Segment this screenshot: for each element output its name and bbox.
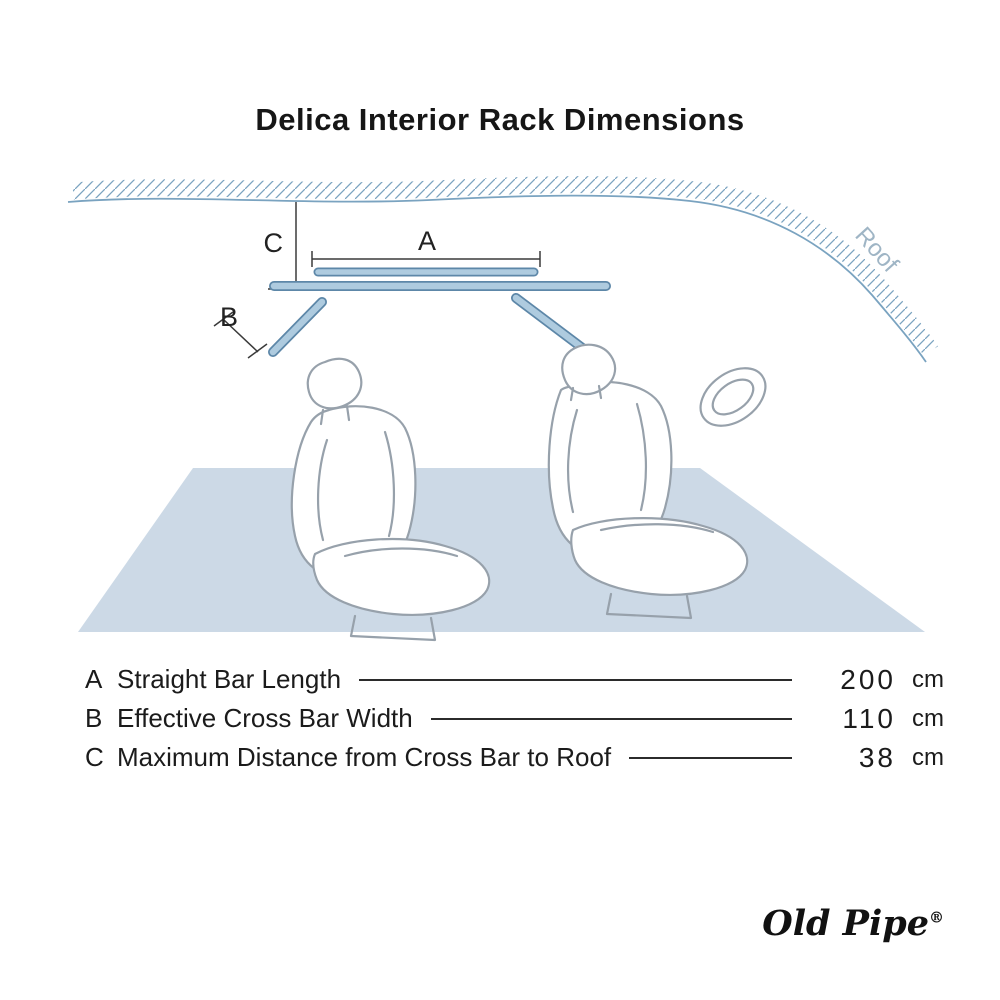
cross-bar-left xyxy=(268,297,327,357)
legend-connector-line xyxy=(359,678,792,681)
legend-unit: cm xyxy=(912,704,944,732)
legend-label: Maximum Distance from Cross Bar to Roof xyxy=(117,742,612,772)
legend-label: Straight Bar Length xyxy=(117,664,342,694)
legend-value: 200 xyxy=(840,663,896,695)
brand-logo: Old Pipe® xyxy=(762,903,944,944)
legend-unit: cm xyxy=(912,743,944,771)
brand-name: Old Pipe xyxy=(762,903,929,944)
dimension-a-label: A xyxy=(418,226,436,256)
legend-value: 110 xyxy=(842,702,896,734)
legend-key: A xyxy=(85,664,103,694)
seat-headrest-posts xyxy=(569,384,603,402)
legend-unit: cm xyxy=(912,665,944,693)
legend-key: B xyxy=(85,703,103,733)
seat-seam-line xyxy=(343,547,459,558)
roof-line xyxy=(67,194,927,363)
seat-right xyxy=(547,343,749,620)
seat-headrest xyxy=(306,357,363,410)
seat-base xyxy=(349,614,437,642)
legend-value: 38 xyxy=(858,741,896,773)
legend-connector-line xyxy=(629,756,792,759)
seat-cushion xyxy=(570,517,749,596)
seat-base xyxy=(605,592,693,620)
seat-headrest xyxy=(561,343,617,396)
roof-hatching xyxy=(72,176,939,356)
cross-bar-right xyxy=(511,293,594,358)
seat-seam-line xyxy=(567,402,647,514)
floor-mat xyxy=(78,468,925,632)
dimension-b-line xyxy=(223,319,259,353)
seat-seam-line xyxy=(599,523,715,534)
legend-row-b: B Effective Cross Bar Width 110 cm xyxy=(85,699,944,738)
page-title: Delica Interior Rack Dimensions xyxy=(255,102,745,137)
seat-seam-line xyxy=(317,430,395,542)
legend-label: Effective Cross Bar Width xyxy=(117,703,413,733)
seat-cushion xyxy=(312,537,491,616)
legend-key: C xyxy=(85,742,104,772)
steering-wheel xyxy=(699,367,767,427)
registered-trademark-icon: ® xyxy=(929,908,944,927)
dimension-b-label: B xyxy=(220,302,238,332)
legend-row-a: A Straight Bar Length 200 cm xyxy=(85,660,944,699)
legend-row-c: C Maximum Distance from Cross Bar to Roo… xyxy=(85,738,944,777)
dimension-b-tick-bottom xyxy=(247,343,268,359)
legend-connector-line xyxy=(430,717,792,720)
dimension-c-label: C xyxy=(264,228,284,258)
dimension-b-tick-top xyxy=(213,311,234,327)
seat-headrest-posts xyxy=(319,404,351,426)
seat-left xyxy=(290,357,491,642)
legend: A Straight Bar Length 200 cm B Effective… xyxy=(85,660,944,777)
